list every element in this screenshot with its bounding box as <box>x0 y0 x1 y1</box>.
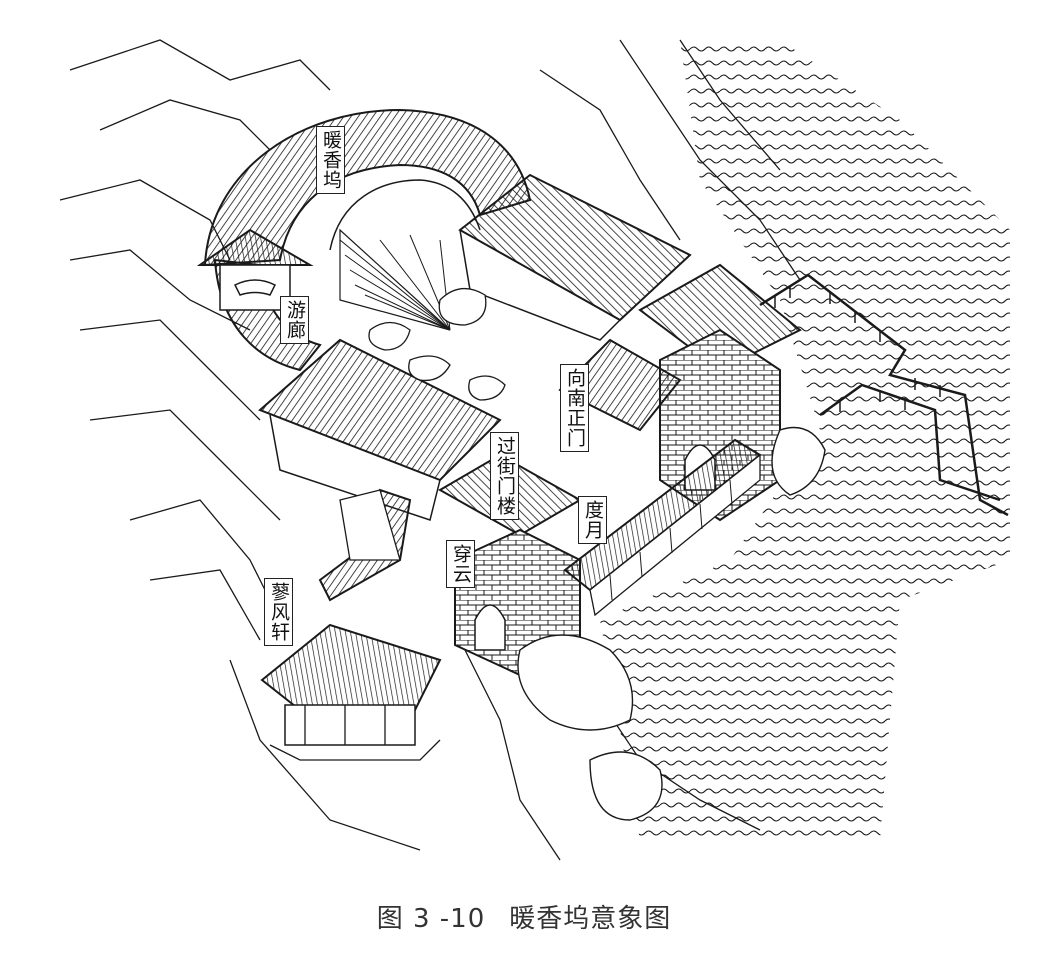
label-youlang: 游廊 <box>280 296 309 344</box>
label-chuanyun: 穿云 <box>446 540 475 588</box>
label-duyue: 度月 <box>578 496 607 544</box>
courtyard-rocks <box>368 288 506 401</box>
main-hall <box>458 173 692 341</box>
zigzag-railings <box>759 273 1009 517</box>
water-waves <box>600 40 1010 840</box>
gate-pavilion <box>196 228 314 311</box>
label-guojie-menlou: 过街门楼 <box>490 432 519 520</box>
illustration-canvas <box>59 39 1010 861</box>
figure-caption: 图 3 -10 暖香坞意象图 <box>0 898 1048 935</box>
caption-title: 暖香坞意象图 <box>509 904 672 934</box>
label-xiangnan-zhengmen: 向南正门 <box>560 364 589 452</box>
caption-number: 图 3 -10 <box>376 904 486 934</box>
left-hall <box>258 338 502 521</box>
liaofeng-pavilion <box>260 623 442 761</box>
label-liaofengxuan: 蓼风轩 <box>264 578 293 646</box>
covered-bridge <box>563 438 762 617</box>
stair-corridor <box>318 488 412 602</box>
foreground-rocks <box>517 426 826 821</box>
label-nuanxiangwu: 暖香坞 <box>316 126 345 194</box>
